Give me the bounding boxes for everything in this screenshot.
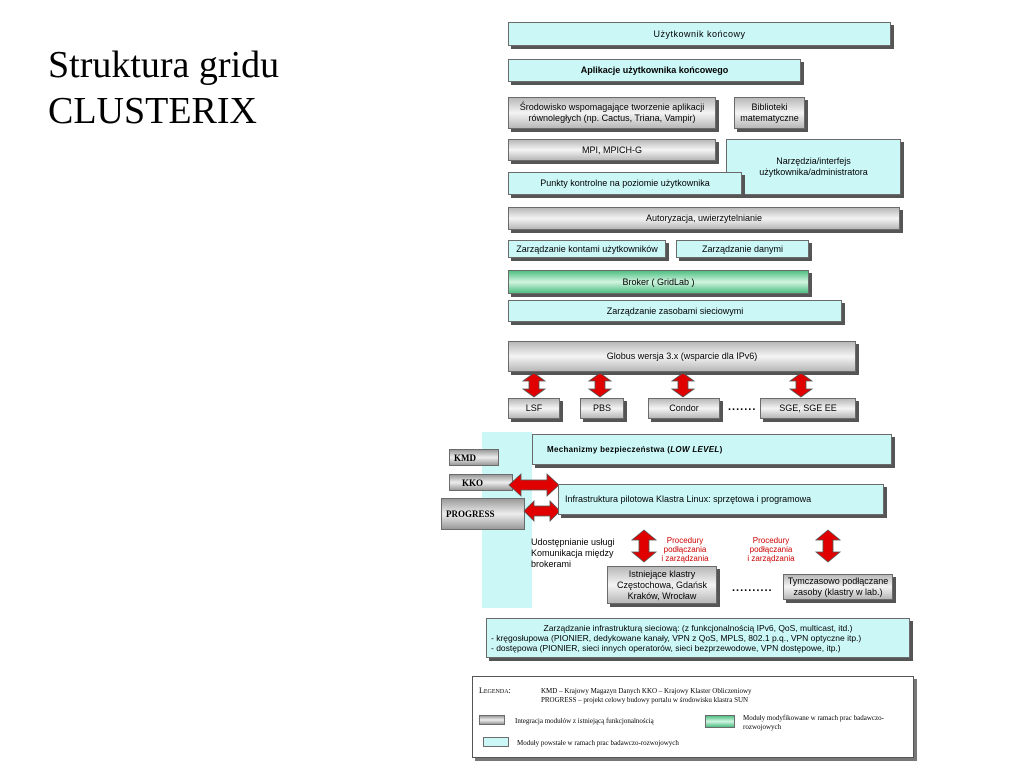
tools-interface-box: Narzędzia/interfejs użytkownika/administ… [726, 139, 901, 195]
arrow-progress-pilot [523, 500, 561, 522]
data-management-label: Zarządzanie danymi [701, 243, 784, 254]
lsf-label: LSF [525, 403, 543, 413]
progress-text: PROGRESS [446, 509, 495, 519]
broker-box: Broker ( GridLab ) [508, 270, 809, 294]
condor-label: Condor [669, 403, 699, 413]
progress-label: PROGRESS [441, 498, 525, 530]
service-sharing-text: Udostępnianie usługi Komunikacja między … [531, 537, 615, 570]
arrow-kko-pilot [508, 473, 560, 497]
accounts-box: Zarządzanie kontami użytkowników [508, 240, 666, 258]
share-line-1: Udostępnianie usługi [531, 537, 615, 547]
kmd-text: KMD [454, 452, 476, 463]
arrow-procedures-1 [630, 529, 658, 563]
checkpoints-label: Punkty kontrolne na poziomie użytkownika [540, 178, 710, 188]
proc1-line-2: podłączania [663, 545, 707, 554]
title-line-2: CLUSTERIX [48, 90, 257, 132]
dev-env-line-1: Środowisko wspomagające tworzenie aplika… [519, 102, 705, 112]
mpi-box: MPI, MPICH-G [508, 139, 716, 161]
legend-green-desc-2: rozwojowych [743, 723, 782, 731]
share-line-3: brokerami [531, 559, 572, 569]
end-user-apps-label: Aplikacje użytkownika końcowego [580, 65, 729, 75]
procedures-note-2: Procedury podłączania i zarządzania [742, 536, 800, 563]
security-label-suffix: ) [719, 445, 723, 454]
proc1-line-1: Procedury [666, 536, 704, 545]
share-line-2: Komunikacja między [531, 548, 614, 558]
legend-gray-swatch [479, 715, 505, 725]
temp-line-1: Tymczasowo podłączane [787, 576, 889, 586]
arrow-procedures-2 [814, 529, 842, 563]
legend-cyan-swatch [483, 737, 509, 747]
proc2-line-1: Procedury [752, 536, 790, 545]
scheduler-dots: ....... [728, 401, 757, 413]
procedures-note-1: Procedury podłączania i zarządzania [656, 536, 714, 563]
security-box: Mechanizmy bezpieczeństwa (LOW LEVEL) [532, 434, 892, 465]
temporary-resources-box: Tymczasowo podłączane zasoby (klastry w … [783, 574, 893, 600]
arrow-globus-pbs [587, 372, 613, 398]
math-libraries-box: Biblioteki matematyczne [734, 97, 805, 129]
lsf-box: LSF [508, 398, 560, 419]
temp-line-2: zasoby (klastry w lab.) [793, 587, 883, 597]
clusters-line-1: Istniejące klastry [628, 568, 696, 579]
pbs-label: PBS [592, 403, 611, 413]
dev-env-line-2: równoległych (np. Cactus, Triana, Vampir… [528, 113, 696, 123]
end-user-box: Użytkownik końcowy [508, 22, 891, 46]
cluster-dots: .......... [732, 582, 773, 594]
arrow-globus-sge [788, 372, 814, 398]
proc2-line-2: podłączania [749, 545, 793, 554]
legend-line-1: KMD – Krajowy Magazyn Danych KKO – Krajo… [541, 687, 752, 695]
network-resources-label: Zarządzanie zasobami sieciowymi [606, 305, 744, 316]
checkpoints-box: Punkty kontrolne na poziomie użytkownika [508, 172, 742, 195]
net-infra-line-3: - dostępowa (PIONIER, sieci innych opera… [491, 643, 841, 653]
pilot-infrastructure-box: Infrastruktura pilotowa Klastra Linux: s… [558, 484, 884, 515]
proc2-line-3: i zarządzania [747, 554, 795, 563]
existing-clusters-box: Istniejące klastry Częstochowa, Gdańsk K… [607, 566, 717, 604]
globus-label: Globus wersja 3.x (wsparcie dla IPv6) [606, 351, 758, 361]
accounts-label: Zarządzanie kontami użytkowników [516, 243, 658, 254]
kko-label: KKO [449, 474, 513, 491]
legend-cyan-desc: Moduły powstałe w ramach prac badawczo-r… [517, 739, 679, 747]
sge-box: SGE, SGE EE [760, 398, 856, 419]
clusters-line-2: Częstochowa, Gdańsk [616, 579, 708, 590]
title-line-1: Struktura gridu [48, 44, 280, 86]
legend: Legenda: KMD – Krajowy Magazyn Danych KK… [472, 676, 914, 758]
math-line-2: matematyczne [740, 113, 799, 123]
pbs-box: PBS [580, 398, 624, 419]
security-label: Mechanizmy bezpieczeństwa (LOW LEVEL) [547, 444, 723, 455]
clusters-line-3: Kraków, Wrocław [627, 590, 697, 601]
slide-title: Struktura gridu CLUSTERIX [48, 42, 468, 134]
tools-line-2: użytkownika/administratora [759, 167, 868, 177]
mpi-label: MPI, MPICH-G [582, 144, 642, 155]
legend-gray-desc: Integracja modułów z istniejącą funkcjon… [515, 717, 654, 725]
legend-heading: Legenda: [479, 686, 511, 695]
math-line-1: Biblioteki [751, 102, 788, 112]
security-label-low-level: LOW LEVEL [670, 445, 720, 454]
network-resources-box: Zarządzanie zasobami sieciowymi [508, 300, 842, 322]
arrow-globus-lsf [521, 372, 547, 398]
net-infra-line-1: Zarządzanie infrastrukturą sieciową: (z … [543, 623, 853, 633]
arrow-globus-condor [670, 372, 696, 398]
broker-label: Broker ( GridLab ) [622, 276, 695, 287]
globus-box: Globus wersja 3.x (wsparcie dla IPv6) [508, 341, 856, 372]
security-label-prefix: Mechanizmy bezpieczeństwa ( [547, 445, 671, 454]
condor-box: Condor [648, 398, 720, 419]
proc1-line-3: i zarządzania [661, 554, 709, 563]
tools-line-1: Narzędzia/interfejs [776, 156, 851, 166]
legend-line-2: PROGRESS – projekt celowy budowy portalu… [541, 696, 749, 704]
net-infra-line-2: - kręgosłupowa (PIONIER, dedykowane kana… [491, 633, 862, 643]
authorization-label: Autoryzacja, uwierzytelnianie [645, 213, 763, 223]
sge-label: SGE, SGE EE [779, 403, 837, 413]
end-user-apps-box: Aplikacje użytkownika końcowego [508, 59, 801, 82]
legend-green-desc-1: Moduły modyfikowane w ramach prac badawc… [743, 714, 884, 722]
data-management-box: Zarządzanie danymi [676, 240, 809, 258]
kmd-label: KMD [449, 449, 499, 466]
end-user-label: Użytkownik końcowy [653, 28, 746, 39]
kko-text: KKO [462, 477, 484, 488]
legend-green-swatch [705, 715, 735, 728]
network-infrastructure-box: Zarządzanie infrastrukturą sieciową: (z … [486, 618, 910, 658]
authorization-box: Autoryzacja, uwierzytelnianie [508, 207, 900, 230]
pilot-infrastructure-label: Infrastruktura pilotowa Klastra Linux: s… [565, 494, 812, 504]
dev-environment-box: Środowisko wspomagające tworzenie aplika… [508, 97, 716, 129]
